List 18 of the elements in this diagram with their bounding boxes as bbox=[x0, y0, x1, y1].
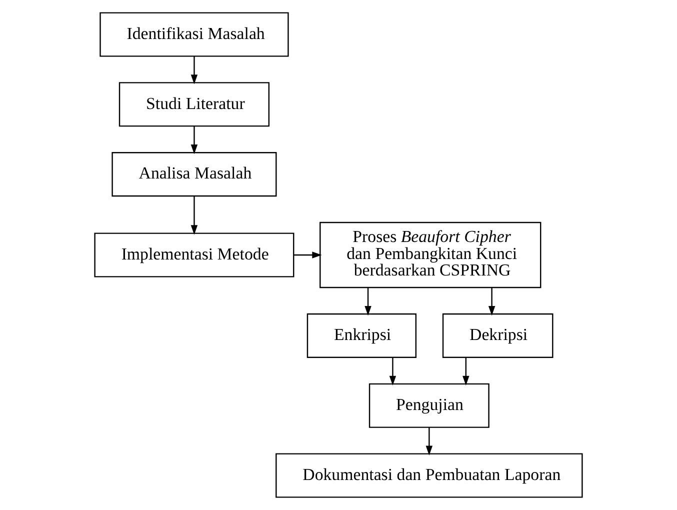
arrow bbox=[426, 427, 433, 456]
node-box: Dekripsi bbox=[442, 313, 554, 358]
arrow bbox=[488, 288, 496, 316]
arrow bbox=[462, 357, 470, 386]
arrow bbox=[190, 196, 198, 235]
node-box: Pengujian bbox=[368, 383, 490, 428]
node-box: Analisa Masalah bbox=[112, 152, 277, 197]
arrow bbox=[190, 56, 198, 84]
node-box: Identifikasi Masalah bbox=[100, 12, 289, 57]
node-box: Implementasi Metode bbox=[94, 232, 294, 278]
node-box: Enkripsi bbox=[306, 313, 417, 358]
arrow bbox=[389, 357, 396, 386]
arrow bbox=[294, 252, 322, 258]
arrow bbox=[190, 126, 198, 154]
node-box: Proses Beaufort Cipher dan Pembangkitan Kunci berdasarkan CSPRING bbox=[320, 222, 542, 288]
node-box: Dokumentasi dan Pembuatan Laporan bbox=[276, 453, 583, 498]
arrow bbox=[364, 288, 372, 316]
node-box: Studi Literatur bbox=[118, 82, 270, 127]
